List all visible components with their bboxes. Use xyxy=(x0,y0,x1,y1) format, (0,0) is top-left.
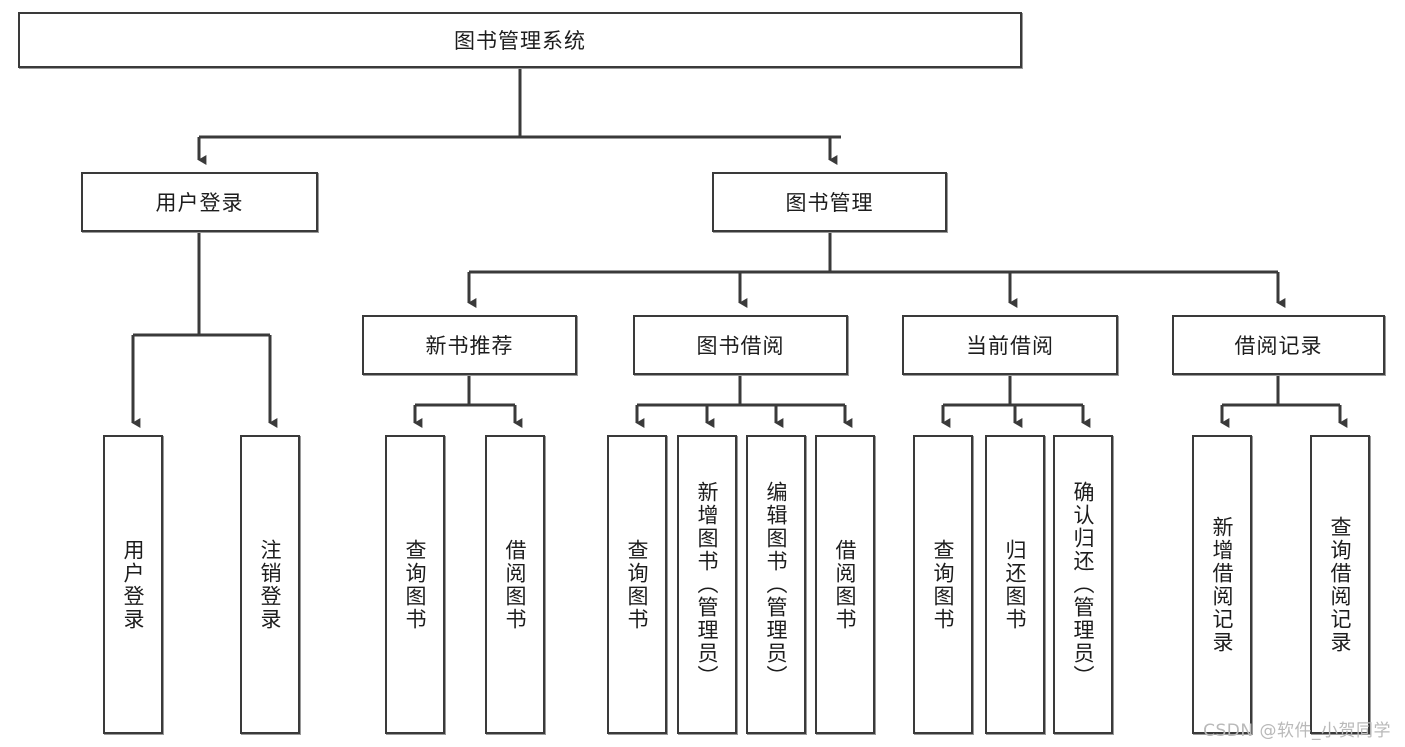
node-leaf-add-record[interactable]: 新增借阅记录 xyxy=(1192,435,1252,734)
node-leaf-logout-label: 注销登录 xyxy=(258,538,283,631)
node-new-book-recommend-label: 新书推荐 xyxy=(425,334,514,358)
node-leaf-edit-book[interactable]: 编辑图书（管理员） xyxy=(746,435,806,734)
node-leaf-add-book-label: 新增图书（管理员） xyxy=(695,481,720,688)
node-borrow-record[interactable]: 借阅记录 xyxy=(1172,315,1385,375)
node-leaf-logout[interactable]: 注销登录 xyxy=(240,435,300,734)
node-leaf-user-login[interactable]: 用户登录 xyxy=(103,435,163,734)
node-leaf-user-login-label: 用户登录 xyxy=(121,538,146,631)
node-book-borrow-label: 图书借阅 xyxy=(696,334,785,358)
csdn-watermark: CSDN @软件_小贺同学 xyxy=(1203,721,1391,741)
node-leaf-query-record[interactable]: 查询借阅记录 xyxy=(1310,435,1370,734)
node-current-borrow-label: 当前借阅 xyxy=(966,334,1054,358)
node-leaf-edit-book-label: 编辑图书（管理员） xyxy=(764,481,789,688)
node-leaf-query-book-new-label: 查询图书 xyxy=(403,538,428,631)
node-book-management[interactable]: 图书管理 xyxy=(712,172,947,232)
node-current-borrow[interactable]: 当前借阅 xyxy=(902,315,1118,375)
node-leaf-borrow-book-new[interactable]: 借阅图书 xyxy=(485,435,545,734)
node-borrow-record-label: 借阅记录 xyxy=(1234,334,1323,358)
node-new-book-recommend[interactable]: 新书推荐 xyxy=(362,315,577,375)
node-leaf-confirm-return[interactable]: 确认归还（管理员） xyxy=(1053,435,1113,734)
node-root-label: 图书管理系统 xyxy=(454,29,586,53)
node-leaf-query-book-bb-label: 查询图书 xyxy=(625,538,650,631)
node-leaf-query-record-label: 查询借阅记录 xyxy=(1328,515,1353,654)
node-leaf-query-book-cb-label: 查询图书 xyxy=(931,538,956,631)
node-leaf-add-book[interactable]: 新增图书（管理员） xyxy=(677,435,737,734)
node-leaf-borrow-book-new-label: 借阅图书 xyxy=(503,538,528,631)
node-leaf-borrow-book-bb-label: 借阅图书 xyxy=(833,538,858,631)
node-leaf-borrow-book-bb[interactable]: 借阅图书 xyxy=(815,435,875,734)
node-leaf-query-book-new[interactable]: 查询图书 xyxy=(385,435,445,734)
node-user-login-label: 用户登录 xyxy=(155,191,244,215)
node-book-management-label: 图书管理 xyxy=(785,191,874,215)
node-leaf-confirm-return-label: 确认归还（管理员） xyxy=(1071,481,1096,688)
node-leaf-add-record-label: 新增借阅记录 xyxy=(1210,515,1235,654)
node-leaf-return-book-label: 归还图书 xyxy=(1003,538,1028,631)
node-leaf-query-book-cb[interactable]: 查询图书 xyxy=(913,435,973,734)
node-book-borrow[interactable]: 图书借阅 xyxy=(633,315,848,375)
node-root[interactable]: 图书管理系统 xyxy=(18,12,1022,68)
node-leaf-return-book[interactable]: 归还图书 xyxy=(985,435,1045,734)
node-user-login[interactable]: 用户登录 xyxy=(81,172,318,232)
node-leaf-query-book-bb[interactable]: 查询图书 xyxy=(607,435,667,734)
